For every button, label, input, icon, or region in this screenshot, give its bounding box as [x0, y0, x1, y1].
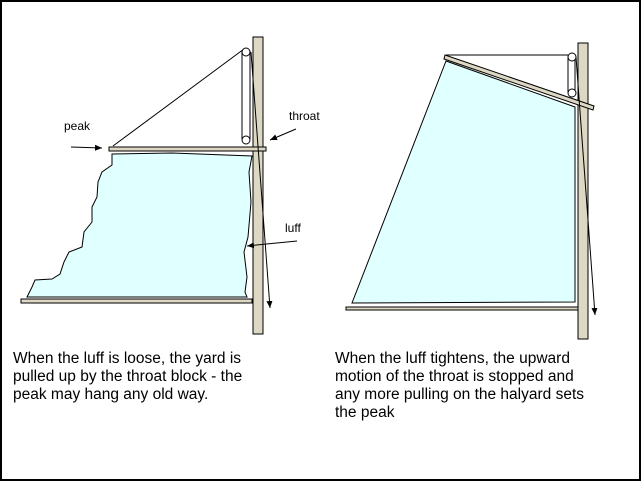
- luff-label: luff: [285, 221, 301, 235]
- peak-arrow: [70, 144, 103, 151]
- halyard-fall-arrow: [250, 51, 273, 309]
- caption-loose-luff: When the luff is loose, the yard is pull…: [13, 350, 243, 403]
- upper-block: [241, 47, 251, 57]
- throat-arrow: [269, 128, 297, 141]
- throat-block: [567, 88, 577, 98]
- throat-block: [241, 135, 251, 145]
- boom: [20, 298, 253, 304]
- loose-luff-rig: peak throat luff: [20, 36, 320, 335]
- caption-tight-luff: When the luff tightens, the upward motio…: [335, 350, 585, 421]
- peak-label: peak: [64, 119, 91, 133]
- peak-halyard: [112, 48, 245, 147]
- boom: [345, 306, 579, 311]
- sail-set: [351, 60, 576, 304]
- upper-block: [567, 52, 577, 62]
- yard: [108, 146, 267, 152]
- sail-loose: [26, 152, 253, 298]
- yard: [443, 54, 595, 111]
- mast: [252, 36, 264, 335]
- luff-arrow: [246, 240, 298, 249]
- mast: [577, 42, 589, 340]
- throat-label: throat: [289, 109, 320, 123]
- halyard-fall-arrow: [575, 56, 598, 316]
- tight-luff-rig: [345, 42, 598, 340]
